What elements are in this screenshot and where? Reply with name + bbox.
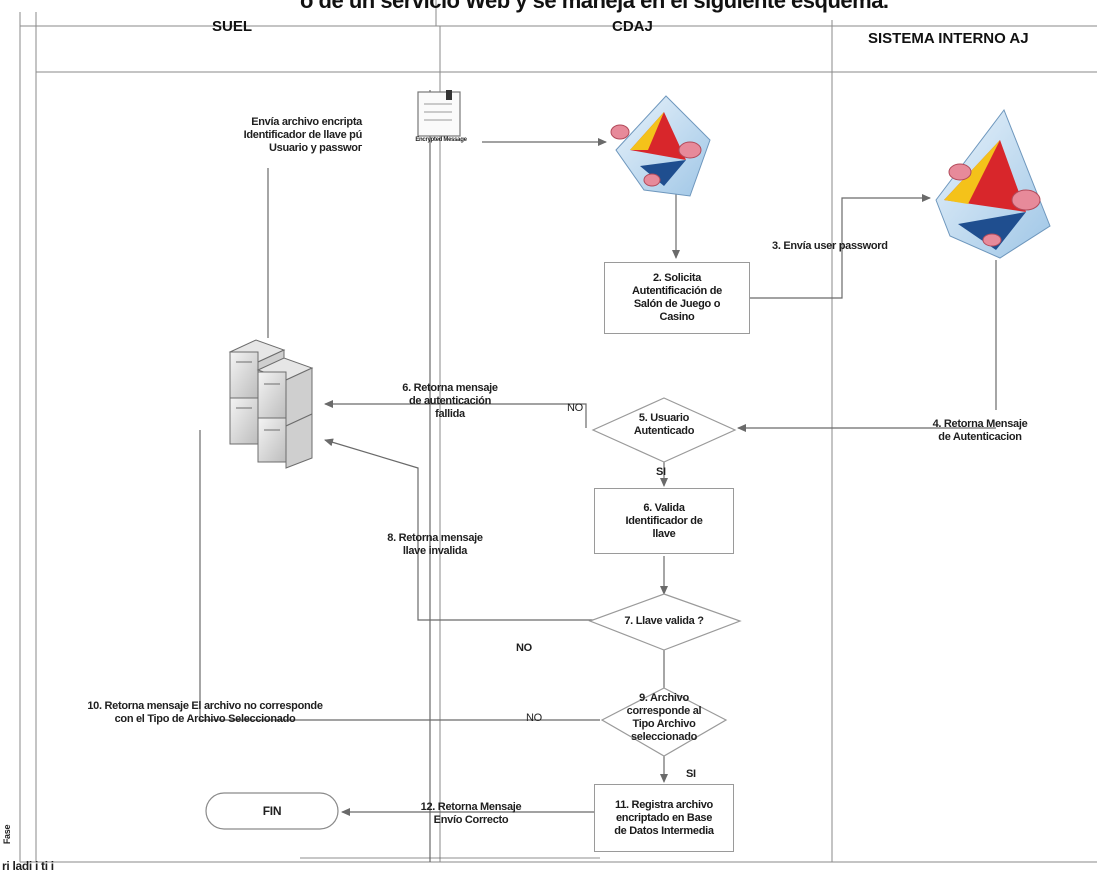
fin-label: FIN (262, 804, 282, 818)
decision-archivo-corresponde (600, 687, 728, 757)
suel-servers-icon (228, 339, 314, 469)
process-valida: 6. Valida Identificador de llave (594, 488, 734, 554)
label-retorna-mensaje-aut: 4. Retorna Mensaje de Autenticacion (932, 418, 1028, 443)
label-retorna-llave: 8. Retorna mensaje llave invalida (387, 532, 483, 557)
phase-label: Fase (2, 824, 13, 845)
page-title: o de un servicio Web y se maneja en el s… (300, 0, 889, 13)
label-no-2: NO (516, 642, 532, 654)
cdaj-server-icon (610, 95, 711, 197)
process-registra-text: 11. Registra archivo encriptado en Base … (614, 798, 714, 837)
connectors (199, 90, 997, 862)
label-envia-user: 3. Envía user password (772, 240, 888, 252)
decision-llave-text: 7. Llave valida ? (624, 615, 704, 627)
lane-header-suel: SUEL (212, 18, 253, 35)
label-retorna-fallida: 6. Retorna mensaje de autenticación fall… (402, 382, 498, 420)
process-solicita: 2. Solicita Autentificación de Salón de … (604, 262, 750, 334)
label-no-1: NO (567, 402, 583, 414)
lane-header-cdaj: CDAJ (612, 18, 653, 35)
lane-header-sistema: SISTEMA INTERNO AJ (868, 30, 1029, 47)
fin-terminator (205, 792, 339, 830)
decision-diamonds (588, 397, 742, 757)
process-solicita-text: 2. Solicita Autentificación de Salón de … (632, 272, 722, 323)
process-registra: 11. Registra archivo encriptado en Base … (594, 784, 734, 852)
label-retorna-tipo: 10. Retorna mensaje El archivo no corres… (87, 700, 323, 725)
swimlane-frame (19, 0, 1097, 863)
sistema-server-icon (935, 108, 1051, 259)
label-si-2: SI (686, 768, 696, 780)
label-si-1: SI (656, 466, 666, 478)
bottom-fragment: ri ladi i ti i (2, 859, 54, 873)
decision-usuario-autenticado (591, 397, 737, 463)
label-envia-archivo: Envía archivo encripta Identificador de … (243, 116, 363, 154)
decision-archivo-text: 9. Archivo corresponde al Tipo Archivo s… (626, 692, 702, 743)
file-icon-caption: Encrypted Message (415, 137, 467, 143)
process-valida-text: 6. Valida Identificador de llave (625, 501, 703, 540)
label-retorna-correcto: 12. Retorna Mensaje Envío Correcto (420, 801, 522, 826)
encrypted-file-icon (417, 90, 461, 137)
decision-usuario-text: 5. Usuario Autenticado (633, 412, 695, 437)
decision-llave-valida (588, 593, 742, 651)
label-no-3: NO (526, 712, 542, 724)
